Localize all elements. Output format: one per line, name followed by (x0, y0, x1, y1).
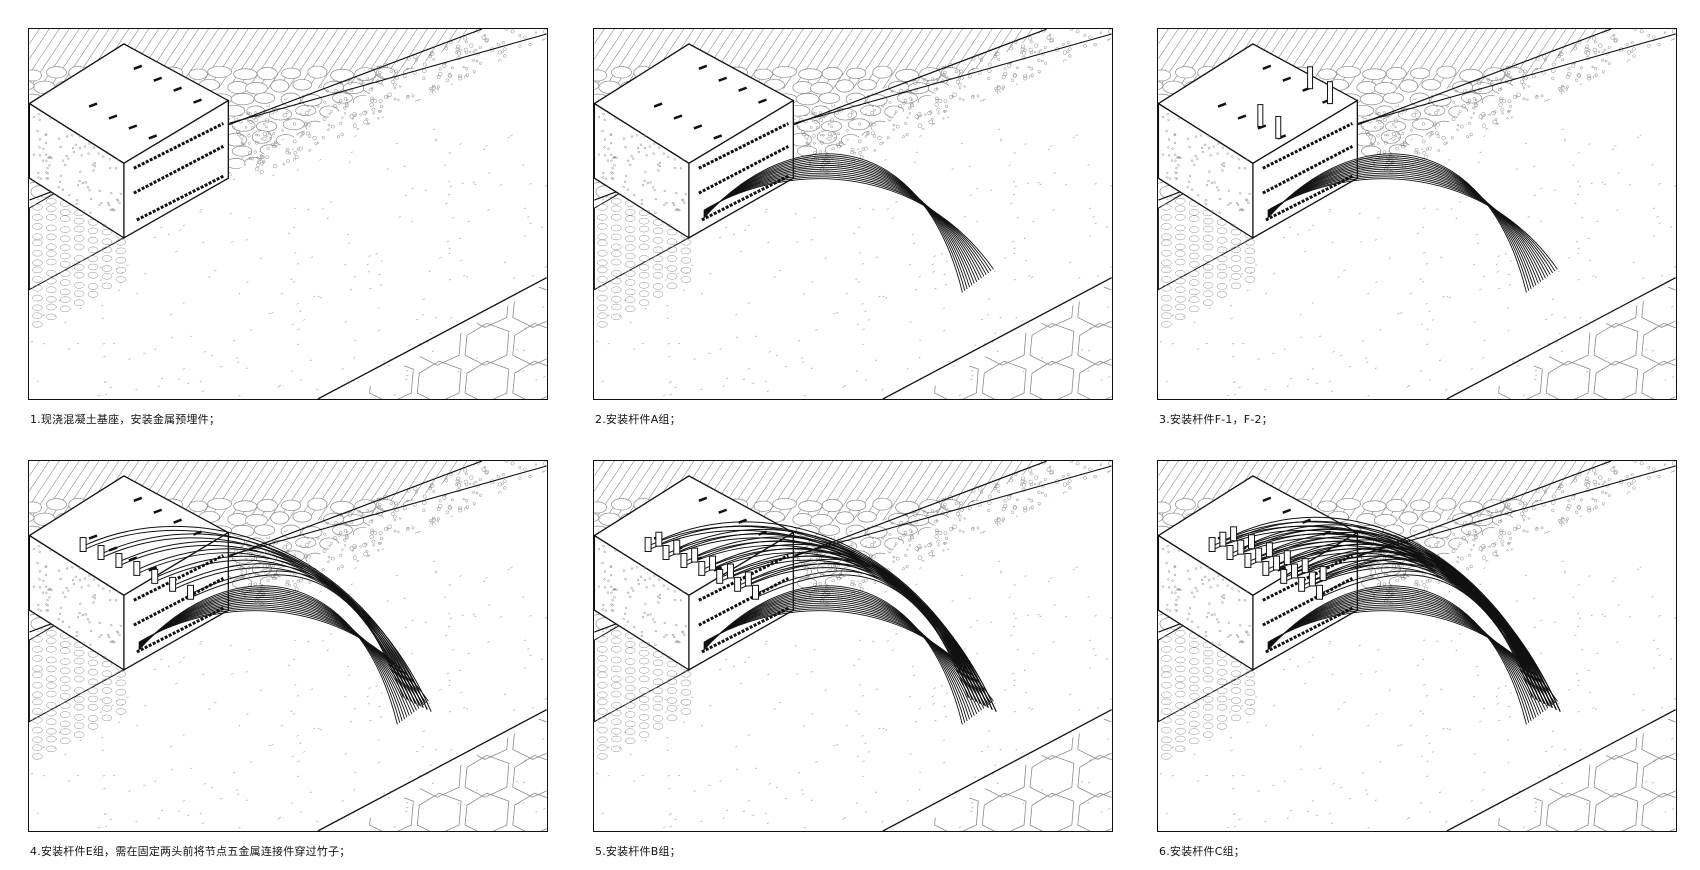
bamboo-group-b (655, 521, 997, 712)
path-edge-right (317, 709, 547, 831)
step-3-caption: 3.安装杆件F-1，F-2； (1159, 413, 1273, 426)
embedded-plates (1217, 64, 1333, 140)
bamboo-group-a (1267, 153, 1558, 293)
path-edge-right (317, 277, 547, 399)
bamboo-group-a (703, 153, 994, 293)
step-4-drawing (28, 460, 548, 832)
step-6-drawing (1157, 460, 1677, 832)
paving-stones (1498, 717, 1676, 831)
paving-stones (369, 285, 547, 399)
step-6-caption: 6.安装杆件C组； (1159, 845, 1245, 858)
path-edge-right (1446, 709, 1676, 831)
step-2-drawing (593, 28, 1113, 400)
path-edge-top (228, 33, 547, 125)
paving-stones (934, 717, 1112, 831)
bamboo-group-e (79, 526, 432, 712)
path-edge-top (793, 465, 1112, 557)
isometric-scene (29, 461, 547, 831)
step-1-caption: 1.现浇混凝土基座，安装金属预埋件； (30, 413, 221, 426)
step-4-caption: 4.安装杆件E组，需在固定两头前将节点五金属连接件穿过竹子； (30, 845, 351, 858)
bamboo-group-c (1230, 516, 1561, 712)
ground-speckle (30, 127, 547, 397)
ground-speckle (1159, 559, 1676, 829)
path-edge-top (1357, 33, 1676, 125)
isometric-scene (29, 29, 547, 399)
paving-stones (369, 717, 547, 831)
paving-stones (1498, 285, 1676, 399)
path-edge-right (882, 709, 1112, 831)
isometric-scene (594, 29, 1112, 399)
gravel-strip (228, 29, 547, 179)
path-edge-right (882, 277, 1112, 399)
embedded-plates (88, 64, 202, 140)
step-5-caption: 5.安装杆件B组； (595, 845, 681, 858)
paving-stones (934, 285, 1112, 399)
step-1-drawing (28, 28, 548, 400)
embedded-plates (653, 64, 767, 140)
front-anchor-rows (133, 122, 225, 222)
path-edge-right (1446, 277, 1676, 399)
step-5-drawing (593, 460, 1113, 832)
isometric-scene (1158, 461, 1676, 831)
step-2-caption: 2.安装杆件A组； (595, 413, 681, 426)
path-edge-top (793, 33, 1112, 125)
step-3-drawing (1157, 28, 1677, 400)
isometric-scene (1158, 29, 1676, 399)
path-edge-top (228, 465, 547, 557)
concrete-base (29, 43, 230, 240)
isometric-scene (594, 461, 1112, 831)
